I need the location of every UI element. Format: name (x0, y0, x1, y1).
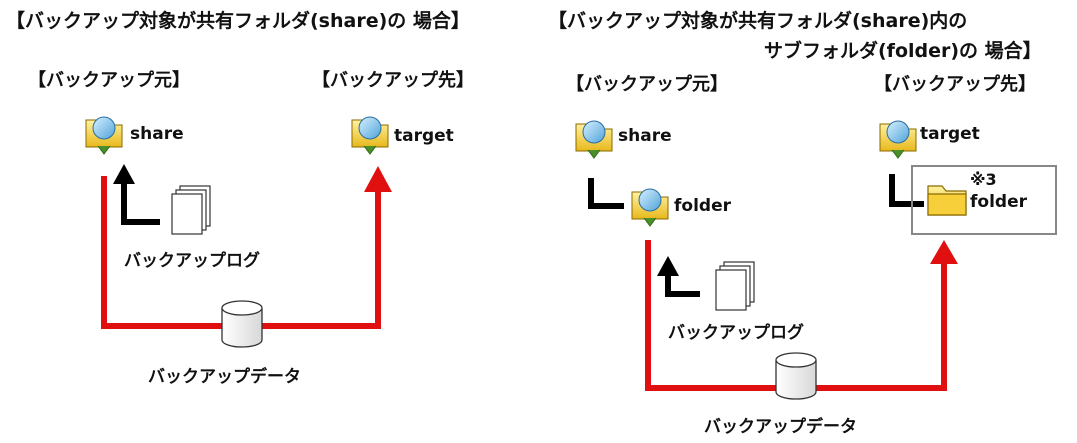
left-log-label: バックアップログ (124, 251, 260, 271)
right-data-label: バックアップデータ (704, 417, 857, 437)
log-connector-arrow (113, 164, 160, 225)
destination-folder-box (911, 165, 1057, 235)
shared-folder-icon (85, 116, 123, 155)
folder-icon (927, 185, 967, 216)
left-source-share-label: share (130, 124, 184, 144)
subfolder-connector (889, 174, 924, 207)
document-stack-icon (171, 185, 211, 235)
shared-folder-icon (575, 120, 613, 159)
log-connector-arrow (657, 256, 700, 297)
note-mark: ※3 (970, 170, 997, 189)
left-data-label: バックアップデータ (148, 367, 301, 387)
document-stack-icon (715, 261, 755, 311)
right-panel-title-line1: 【バックアップ対象が共有フォルダ(share)内の (548, 10, 968, 32)
right-source-folder-label: folder (674, 196, 731, 216)
database-cylinder-icon (221, 300, 263, 348)
right-dest-folder-label: folder (970, 192, 1027, 212)
right-source-share-label: share (618, 126, 672, 146)
shared-folder-icon (351, 116, 389, 155)
right-log-label: バックアップログ (668, 323, 804, 343)
right-dest-header: 【バックアップ先】 (874, 74, 1036, 95)
shared-folder-icon (879, 120, 917, 159)
subfolder-connector (588, 178, 624, 209)
database-cylinder-icon (775, 352, 817, 400)
right-panel-title-line2: サブフォルダ(folder)の 場合】 (764, 40, 1042, 62)
left-source-header: 【バックアップ元】 (28, 70, 190, 91)
shared-folder-icon (631, 188, 669, 227)
right-source-header: 【バックアップ元】 (566, 74, 728, 95)
left-dest-header: 【バックアップ先】 (312, 70, 474, 91)
right-dest-target-label: target (920, 124, 980, 144)
left-panel-title: 【バックアップ対象が共有フォルダ(share)の 場合】 (6, 10, 470, 32)
left-dest-target-label: target (394, 126, 454, 146)
